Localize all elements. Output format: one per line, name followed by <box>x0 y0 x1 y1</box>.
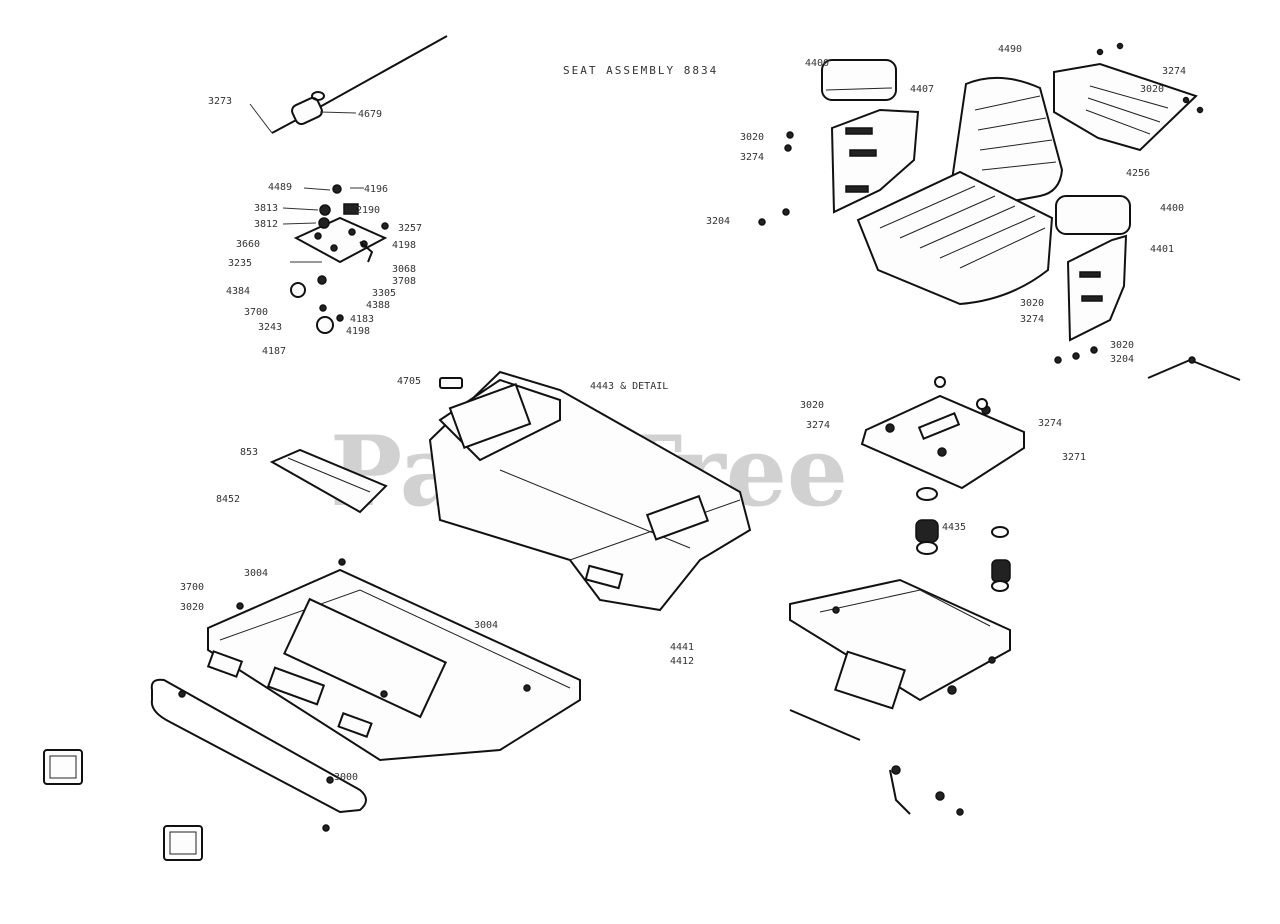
callout-3243: 3243 <box>258 322 282 333</box>
callout-4196: 4196 <box>364 184 388 195</box>
callout-3660: 3660 <box>236 239 260 250</box>
callout-3020-f: 3020 <box>180 602 204 613</box>
callout-3274-b: 3274 <box>740 152 764 163</box>
cable-assembly[interactable]: 3273 4679 <box>208 35 448 134</box>
callout-3271: 3271 <box>1062 452 1086 463</box>
callout-4256: 4256 <box>1126 168 1150 179</box>
callout-8452: 8452 <box>216 494 240 505</box>
section-title: SEAT ASSEMBLY 8834 <box>563 64 718 77</box>
seat-mount-plate-assembly[interactable]: 4489 4196 3813 2190 3812 3257 3660 4198 … <box>226 182 422 357</box>
callout-4400-a: 4400 <box>805 58 829 69</box>
callout-hood-detail: 4443 & DETAIL <box>590 381 668 392</box>
callout-4489: 4489 <box>268 182 292 193</box>
axle-bracket-assembly[interactable]: 4441 4412 <box>670 578 1011 816</box>
headlight-left[interactable] <box>43 749 83 785</box>
body-panel-assembly[interactable]: 4705 4443 & DETAIL <box>397 370 752 612</box>
callout-3020-a: 3020 <box>740 132 764 143</box>
callout-4401: 4401 <box>1150 244 1174 255</box>
pad-part[interactable]: 853 8452 <box>216 447 388 514</box>
callout-2190: 2190 <box>356 205 380 216</box>
lever-part[interactable] <box>1147 356 1241 381</box>
callout-3274-a: 3274 <box>1162 66 1186 77</box>
callout-4400-b: 4400 <box>1160 203 1184 214</box>
callout-3700-b: 3700 <box>180 582 204 593</box>
callout-3204-b: 3204 <box>1110 354 1134 365</box>
callout-4384: 4384 <box>226 286 250 297</box>
callout-4187: 4187 <box>262 346 286 357</box>
callout-3305: 3305 <box>372 288 396 299</box>
callout-4679: 4679 <box>358 109 382 120</box>
headlight-right[interactable] <box>163 825 203 861</box>
callout-3020-d: 3020 <box>1110 340 1134 351</box>
callout-3020-b: 3020 <box>1140 84 1164 95</box>
callout-853: 853 <box>240 447 258 458</box>
callout-3700: 3700 <box>244 307 268 318</box>
callout-4407: 4407 <box>910 84 934 95</box>
callout-3257: 3257 <box>398 223 422 234</box>
callout-3068: 3068 <box>392 264 416 275</box>
callout-3235: 3235 <box>228 258 252 269</box>
callout-3204-a: 3204 <box>706 216 730 227</box>
callout-4490: 4490 <box>998 44 1022 55</box>
callout-3000: 3000 <box>334 772 358 783</box>
callout-3274-c: 3274 <box>1020 314 1044 325</box>
frame-assembly[interactable]: 3700 3004 3020 3004 <box>180 558 581 762</box>
callout-4198-c: 4198 <box>346 326 370 337</box>
callout-4388: 4388 <box>366 300 390 311</box>
seat-assembly[interactable]: 4400 4407 3020 3274 4490 3274 3020 4256 … <box>706 42 1204 366</box>
seat-pan-mount[interactable]: 3020 3274 3274 3271 4435 <box>800 376 1086 592</box>
callout-4441: 4441 <box>670 642 694 653</box>
callout-4435: 4435 <box>942 522 966 533</box>
callout-3004: 3004 <box>244 568 268 579</box>
callout-3004-b: 3004 <box>474 620 498 631</box>
callout-3708: 3708 <box>392 276 416 287</box>
callout-4705: 4705 <box>397 376 421 387</box>
callout-4183: 4183 <box>350 314 374 325</box>
callout-4412: 4412 <box>670 656 694 667</box>
callout-3274-d: 3274 <box>806 420 830 431</box>
callout-3020-e: 3020 <box>800 400 824 411</box>
callout-3812: 3812 <box>254 219 278 230</box>
callout-3020-c: 3020 <box>1020 298 1044 309</box>
bumper-bar[interactable]: 3000 <box>150 678 367 832</box>
callout-4198-b: 4198 <box>392 240 416 251</box>
callout-3273: 3273 <box>208 96 232 107</box>
callout-3813: 3813 <box>254 203 278 214</box>
callout-3274-e: 3274 <box>1038 418 1062 429</box>
